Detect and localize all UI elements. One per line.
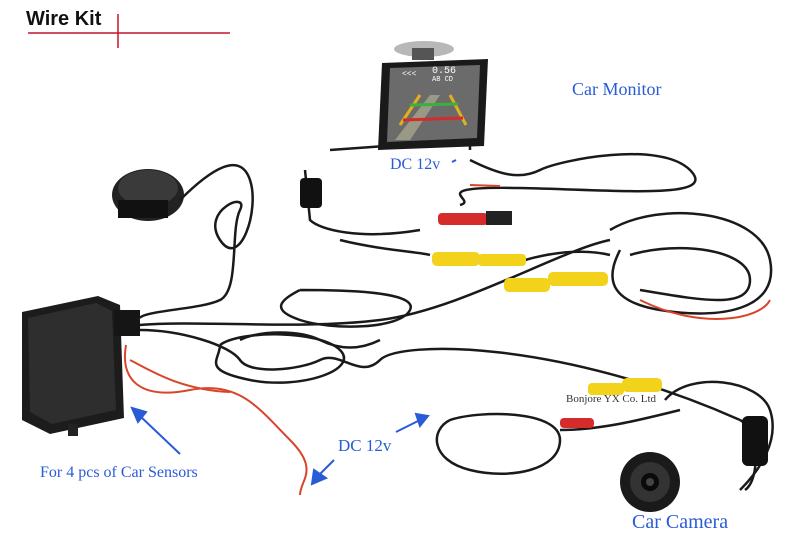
monitor-screen-back-arrows: <<< [402, 70, 417, 79]
car-monitor [378, 41, 488, 150]
page-title: Wire Kit [26, 8, 102, 30]
monitor-screen-distance: 0.56 [432, 66, 457, 77]
annotation-arrows [130, 159, 457, 486]
label-dc-monitor: DC 12v [390, 156, 441, 173]
watermark-text: Bonjore YX Co. Ltd [566, 393, 657, 405]
buzzer [112, 169, 184, 221]
monitor-screen-sensor-letters: AB CD [432, 76, 454, 84]
label-car-camera: Car Camera [632, 511, 729, 533]
label-dc-power: DC 12v [338, 436, 392, 455]
label-sensors: For 4 pcs of Car Sensors [40, 464, 198, 481]
parking-sensor-control-box [22, 296, 140, 436]
cable-bundle [136, 138, 774, 492]
monitor-connector [300, 178, 322, 208]
car-camera [620, 416, 768, 512]
power-wires [124, 184, 771, 496]
label-car-monitor: Car Monitor [572, 79, 662, 99]
rca-connectors [432, 211, 662, 428]
